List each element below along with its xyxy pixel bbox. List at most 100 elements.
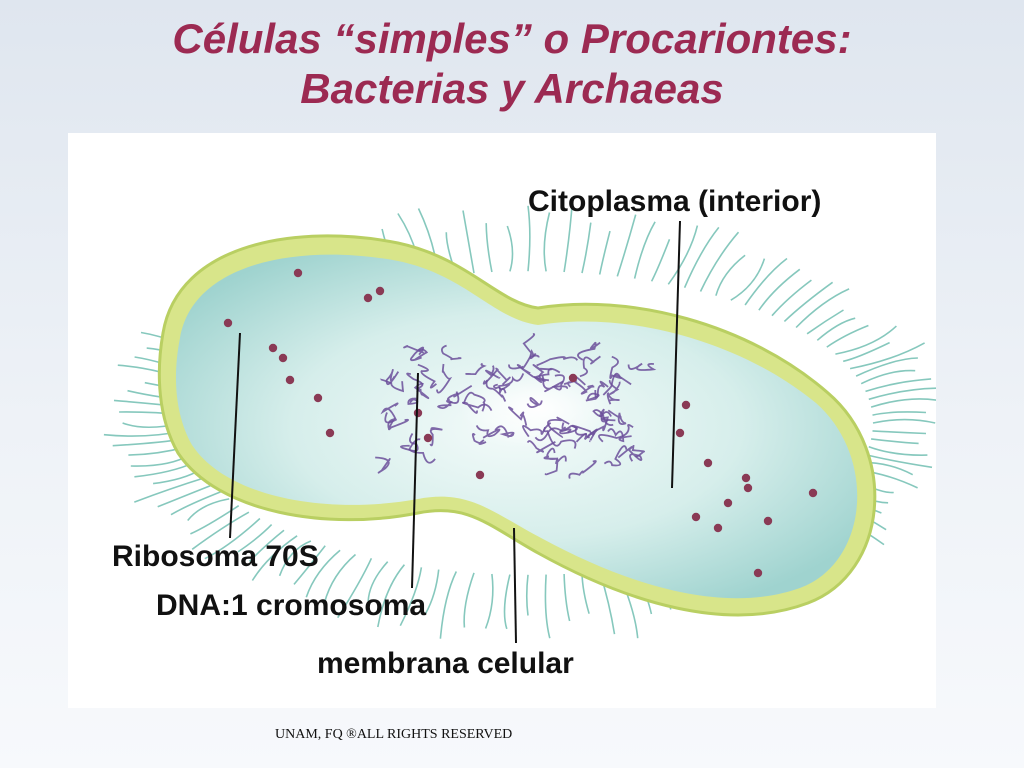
pilus	[251, 535, 298, 581]
ribosome	[413, 408, 423, 418]
ribosomes-group	[223, 268, 818, 578]
pilus	[463, 572, 475, 628]
pilus	[187, 498, 230, 521]
pilus	[323, 553, 357, 604]
ribosome	[313, 393, 323, 403]
pilus	[278, 540, 312, 577]
ribosome	[713, 523, 723, 533]
slide-title: Células “simples” o Procariontes: Bacter…	[0, 14, 1024, 114]
pilus	[783, 281, 834, 322]
bacterium-diagram: Citoplasma (interior) Ribosoma 70S DNA:1…	[68, 133, 936, 708]
ribosome	[568, 373, 578, 383]
ribosome	[691, 512, 701, 522]
pilus	[860, 369, 916, 385]
dna-strand	[577, 341, 601, 361]
pilus	[484, 573, 494, 629]
dna-strand	[498, 373, 525, 391]
pilus	[870, 398, 936, 408]
pilus	[439, 571, 458, 639]
pilus	[190, 505, 240, 535]
dna-strand	[631, 445, 645, 458]
dna-strand	[609, 355, 622, 380]
ribosome	[763, 516, 773, 526]
title-line-2: Bacterias y Archaeas	[300, 65, 724, 112]
pilus	[525, 574, 529, 616]
pilus	[503, 574, 511, 630]
pilus	[462, 210, 475, 274]
dna-strand	[607, 428, 632, 443]
pilus	[795, 288, 850, 329]
pilus	[204, 517, 261, 560]
dna-strand	[536, 356, 579, 367]
pilus	[485, 223, 493, 273]
pilus	[633, 221, 656, 279]
ribosome	[723, 498, 733, 508]
pilus	[650, 239, 671, 282]
dna-strand	[559, 422, 578, 435]
dna-strand	[526, 440, 556, 454]
dna-strand	[417, 363, 437, 389]
pilus	[872, 430, 927, 435]
dna-strand	[475, 425, 501, 439]
pilus	[134, 476, 207, 503]
ribosome	[278, 353, 288, 363]
dna-strand	[532, 364, 552, 382]
dna-strand	[516, 364, 546, 382]
pilus	[616, 214, 637, 277]
dna-strand	[508, 406, 528, 426]
dna-strand	[526, 396, 543, 408]
pilus	[855, 357, 918, 377]
dna-strand	[465, 362, 487, 376]
dna-strand	[599, 408, 614, 426]
dna-strand	[551, 374, 568, 391]
dna-strand	[541, 375, 564, 393]
pilus	[367, 561, 389, 602]
pilus	[872, 418, 936, 424]
dna-strand	[508, 354, 540, 370]
pilus	[865, 453, 933, 469]
pilus	[868, 387, 936, 401]
dna-strand	[409, 348, 429, 362]
pilus	[170, 491, 221, 516]
pilus	[872, 411, 927, 416]
pilus	[399, 567, 423, 627]
dna-strand	[429, 427, 443, 447]
dna-strand	[379, 378, 405, 393]
pilus	[843, 341, 890, 363]
pilus	[506, 225, 514, 272]
dna-strand	[375, 456, 391, 474]
dna-strand	[594, 380, 609, 399]
dna-strand	[440, 344, 462, 361]
pilus	[563, 201, 574, 273]
pilus	[699, 231, 740, 292]
dna-strand	[592, 409, 612, 418]
pilus	[544, 574, 551, 639]
ribosome	[681, 400, 691, 410]
pilus	[826, 324, 869, 348]
dna-strand	[413, 382, 430, 400]
dna-nucleoid	[375, 333, 657, 479]
dna-strand	[522, 333, 537, 360]
pilus	[835, 325, 897, 355]
dna-strand	[494, 425, 515, 438]
ribosome	[223, 318, 233, 328]
pilus	[871, 438, 919, 445]
ribosome	[743, 483, 753, 493]
dna-strand	[446, 385, 473, 404]
dna-strand	[586, 416, 616, 439]
ribosome	[293, 268, 303, 278]
ribosome	[703, 458, 713, 468]
dna-strand	[598, 424, 634, 443]
pilus	[543, 212, 551, 272]
pilus	[667, 225, 699, 285]
dna-strand	[607, 409, 627, 426]
pilus	[377, 564, 406, 628]
dna-strand	[606, 392, 620, 405]
pilus	[816, 317, 856, 341]
pilus	[683, 226, 720, 289]
ribosome	[475, 470, 485, 480]
dna-strand	[568, 460, 597, 479]
pilus	[758, 268, 801, 311]
dna-strand	[403, 344, 425, 356]
pilus	[191, 511, 250, 550]
